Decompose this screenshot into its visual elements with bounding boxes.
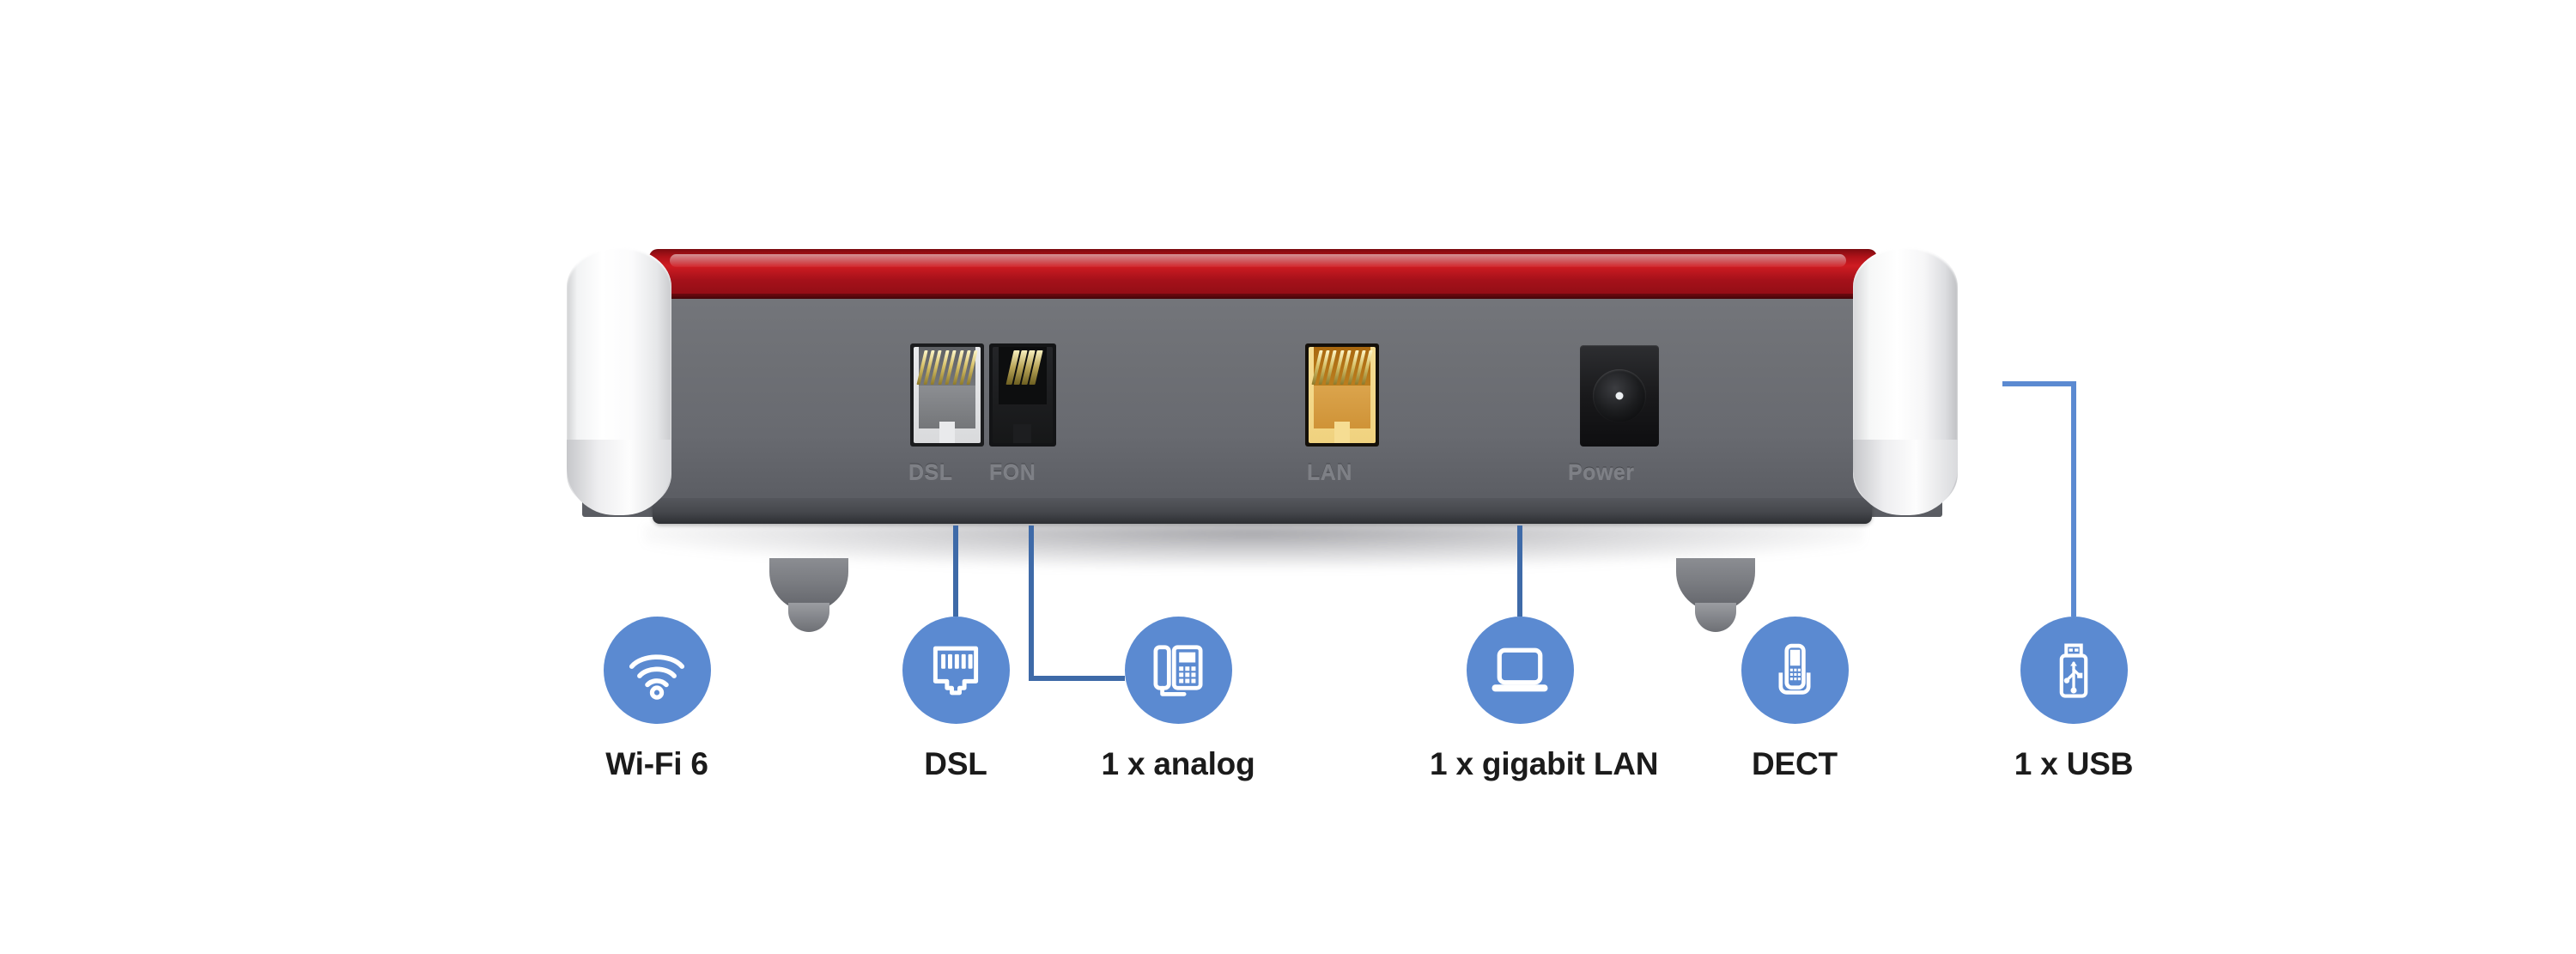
router-top-seam xyxy=(649,294,1877,299)
router-chassis xyxy=(653,290,1872,524)
power-port xyxy=(1580,345,1659,447)
port-label-power: Power xyxy=(1568,460,1635,484)
port-label-dsl: DSL xyxy=(908,460,953,484)
lan-port xyxy=(1305,343,1379,447)
feature-label-usb: 1 x USB xyxy=(2014,746,2134,781)
feature-bubble-dect xyxy=(1741,617,1849,724)
router-right-end-cap xyxy=(1853,247,1958,515)
router-illustration: DSL FON LAN Power xyxy=(567,240,1958,632)
dsl-port xyxy=(910,343,984,447)
usb-stick-icon xyxy=(2059,643,2088,698)
feature-label-gigabit-lan: 1 x gigabit LAN xyxy=(1430,746,1659,781)
laptop-icon xyxy=(1492,647,1548,691)
feature-bubble-analog xyxy=(1124,617,1232,724)
feature-bubble-usb xyxy=(2020,617,2128,724)
feature-dect[interactable]: DECT xyxy=(1704,617,1885,782)
feature-label-analog: 1 x analog xyxy=(1101,746,1255,781)
port-label-lan: LAN xyxy=(1307,460,1352,484)
feature-gigabit-lan[interactable]: 1 x gigabit LAN xyxy=(1430,617,1659,782)
router-red-gloss-highlight xyxy=(670,254,1846,267)
wifi-icon xyxy=(629,653,685,700)
feature-label-dect: DECT xyxy=(1752,746,1838,781)
rj45-jack-icon xyxy=(933,646,979,695)
feature-analog[interactable]: 1 x analog xyxy=(1088,617,1268,782)
desk-phone-icon xyxy=(1153,644,1203,696)
feature-usb[interactable]: 1 x USB xyxy=(1984,617,2164,782)
feature-bubble-gigabit-lan xyxy=(1466,617,1574,724)
feature-wifi6[interactable]: Wi-Fi 6 xyxy=(567,617,747,782)
feature-bubble-wifi6 xyxy=(603,617,711,724)
port-label-fon: FON xyxy=(989,460,1036,484)
fon-port xyxy=(989,343,1056,447)
cordless-phone-icon xyxy=(1778,643,1811,695)
router-bottom-edge xyxy=(653,498,1872,524)
router-left-end-cap xyxy=(567,247,671,515)
feature-dsl[interactable]: DSL xyxy=(866,617,1046,782)
feature-label-wifi6: Wi-Fi 6 xyxy=(605,746,708,781)
feature-bubble-dsl xyxy=(902,617,1010,724)
feature-label-dsl: DSL xyxy=(924,746,987,781)
